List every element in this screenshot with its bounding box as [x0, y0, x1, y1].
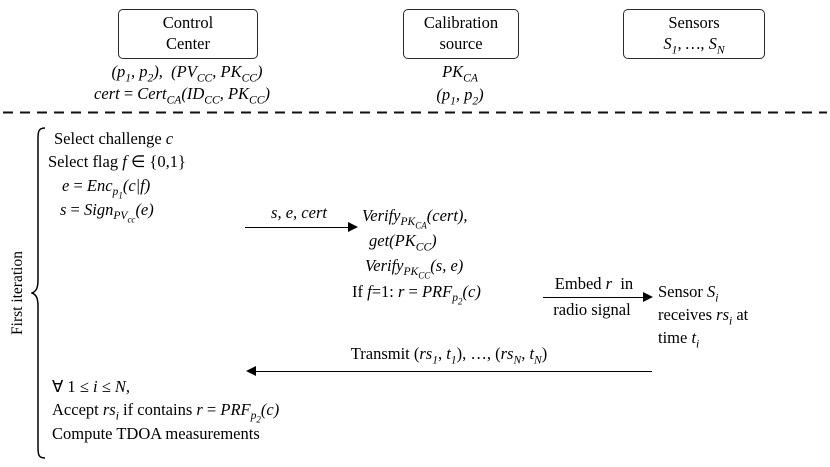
message2-arrow: [543, 291, 653, 303]
actor-box-calibration-source: Calibration source: [403, 9, 519, 59]
iteration-brace: [31, 127, 46, 459]
actor-label: Sensors: [668, 13, 720, 32]
calibration-step-line: If f=1: r = PRFp2(c): [352, 282, 481, 307]
message1-arrow: [245, 221, 358, 233]
sensor-note-line: Sensor Si: [658, 282, 719, 305]
verification-line: Compute TDOA measurements: [52, 424, 260, 443]
actor-label: source: [439, 34, 483, 53]
verification-line: ∀ 1 ≤ i ≤ N,: [52, 377, 131, 396]
actor-box-control-center: Control Center: [118, 9, 258, 59]
message3-arrow: [246, 365, 652, 377]
message2-label-bottom: radio signal: [553, 300, 631, 319]
iteration-label: First iteration: [9, 251, 26, 335]
sensor-note-line: receives rsi at: [658, 305, 749, 328]
calibration-key-line: PKCA: [442, 62, 478, 85]
message2-label-top: Embed r in: [554, 274, 634, 293]
calibration-step-line: get(PKCC): [369, 231, 437, 254]
sensor-note-line: time ti: [658, 328, 700, 351]
cc-step-line: e = Encp1(c|f): [62, 176, 151, 201]
verification-line: Accept rsi if contains r = PRFp2(c): [52, 400, 280, 425]
control-center-keys-line: (p1, p2), (PVCC, PKCC): [111, 62, 263, 85]
actor-label: Calibration: [423, 13, 499, 32]
cc-step-line: Select challenge c: [54, 129, 174, 148]
control-center-cert-line: cert = CertCA(IDCC, PKCC): [94, 84, 270, 107]
calibration-step-line: VerifyPKCA(cert),: [362, 206, 468, 231]
cc-step-line: Select flag f ∈ {0,1}: [48, 152, 186, 171]
setup-separator-dashed-line: [3, 111, 827, 114]
message1-label: s, e, cert: [271, 203, 327, 222]
actor-label: Control: [162, 13, 214, 32]
message3-label: Transmit (rs1, t1), …, (rsN, tN): [350, 344, 548, 367]
calibration-step-line: VerifyPKCC(s, e): [365, 256, 464, 281]
cc-step-line: s = SignPVcc(e): [60, 200, 154, 225]
actor-label: Center: [166, 34, 210, 53]
actor-box-sensors: Sensors S1, …, SN: [623, 9, 765, 59]
calibration-secrets-line: (p1, p2): [436, 85, 484, 108]
actor-label: S1, …, SN: [663, 34, 725, 57]
